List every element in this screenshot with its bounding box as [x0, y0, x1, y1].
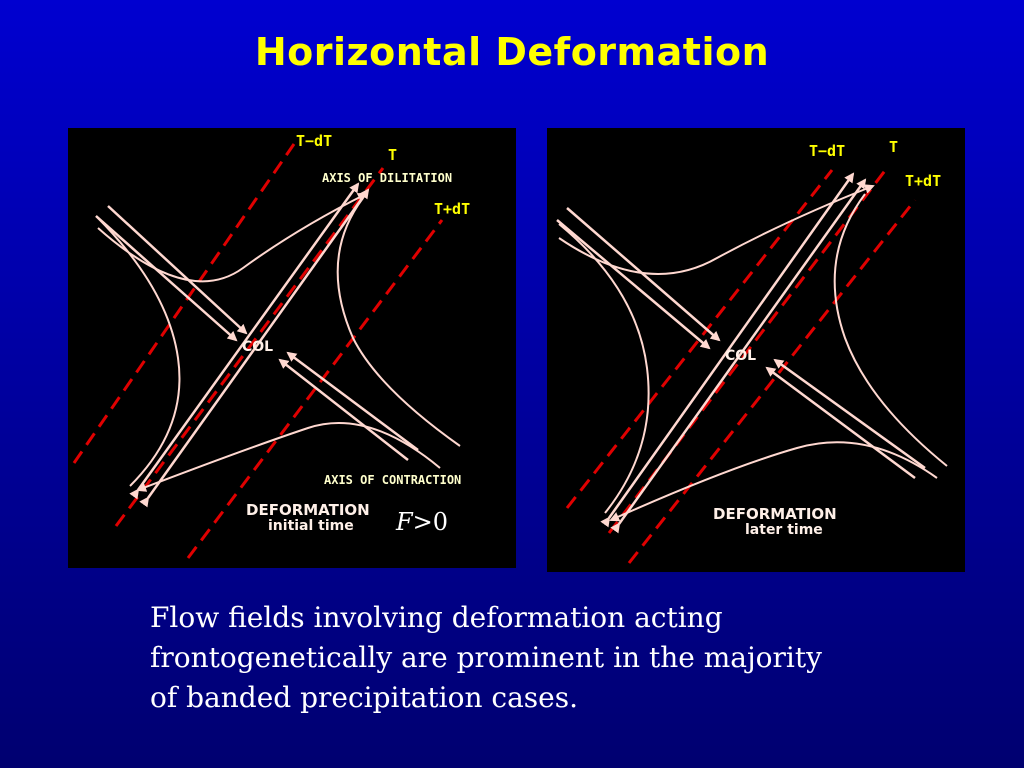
axis-of-contraction: [95, 205, 419, 461]
label-t-minus-dt: T−dT: [809, 142, 845, 160]
slide-title: Horizontal Deformation: [254, 30, 770, 74]
frontogenesis-relation: >0: [412, 508, 449, 536]
streamlines: [558, 184, 948, 522]
label-col: COL: [725, 348, 756, 364]
label-deformation: DEFORMATION: [713, 505, 837, 523]
frontogenesis-symbol: F: [396, 508, 413, 536]
label-t: T: [388, 146, 397, 164]
label-t-plus-dt: T+dT: [434, 200, 470, 218]
axis-of-contraction: [556, 207, 926, 480]
isotherm-t-minus-dt: [72, 143, 296, 464]
frontogenesis-label: F>0: [396, 508, 448, 536]
label-axis-of-dilatation: AXIS OF DILITATION: [322, 171, 452, 185]
label-time: later time: [745, 522, 823, 538]
caption-text: Flow fields involving deformation acting…: [150, 601, 822, 714]
label-t: T: [889, 138, 898, 156]
label-t-minus-dt: T−dT: [296, 132, 332, 150]
axis-of-dilatation: [129, 182, 370, 508]
deformation-diagram-initial: T−dT T T+dT AXIS OF DILITATION AXIS OF C…: [68, 128, 516, 568]
axis-of-dilatation: [600, 172, 867, 534]
deformation-diagram-later: T−dT T T+dT COL DEFORMATION later time: [547, 128, 965, 572]
label-t-plus-dt: T+dT: [905, 172, 941, 190]
label-time: initial time: [268, 518, 354, 534]
label-deformation: DEFORMATION: [246, 501, 370, 519]
label-axis-of-contraction: AXIS OF CONTRACTION: [324, 473, 461, 487]
label-col: COL: [242, 339, 273, 355]
streamlines: [95, 193, 461, 492]
